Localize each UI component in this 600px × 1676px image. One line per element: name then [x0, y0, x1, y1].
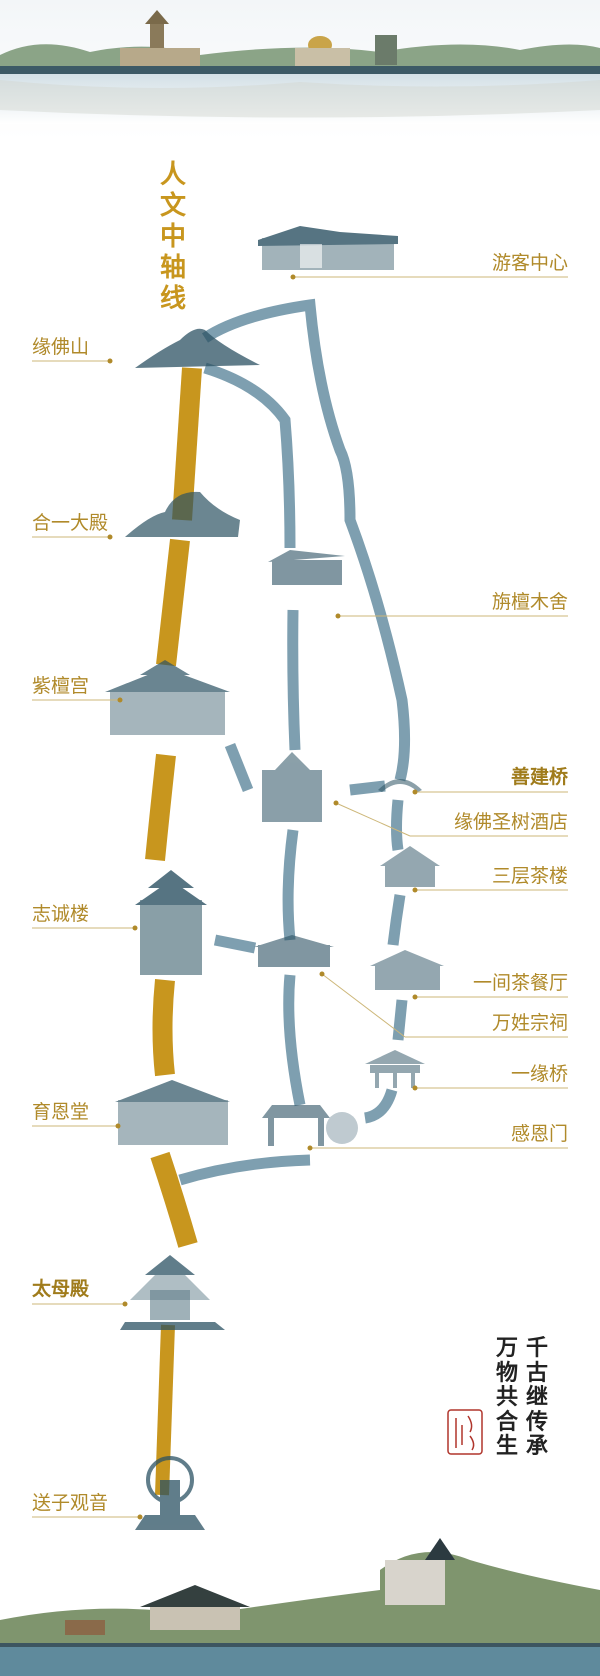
label-visitor-center[interactable]: 游客中心	[491, 252, 568, 274]
teahouse-sketch	[380, 846, 440, 887]
poem-right-column: 千 古 继 传 承	[524, 1336, 550, 1459]
label-guanyin[interactable]: 送子观音	[32, 1492, 109, 1514]
label-ganen-gate[interactable]: 感恩门	[510, 1123, 568, 1145]
label-tea-restaurant[interactable]: 一间茶餐厅	[472, 972, 568, 994]
title-char: 轴	[159, 253, 186, 283]
yuanfo-mountain-sketch	[135, 328, 260, 368]
poem-char: 承	[525, 1433, 548, 1459]
poem-char: 继	[525, 1384, 548, 1410]
label-yuanfo-mountain[interactable]: 缘佛山	[32, 336, 90, 358]
cultural-axis-title: 人 文 中 轴 线	[158, 160, 188, 315]
label-zitan-palace[interactable]: 紫檀宫	[32, 675, 90, 697]
walking-paths	[178, 298, 411, 1186]
shanjian-bridge-sketch	[378, 779, 422, 792]
poem-char: 合	[495, 1408, 518, 1435]
title-char: 中	[159, 222, 186, 252]
taimu-hall-sketch	[120, 1255, 225, 1330]
label-yiyuan-bridge[interactable]: 一缘桥	[510, 1063, 568, 1085]
zhantan-house-sketch	[268, 550, 345, 585]
hotel-sketch	[262, 752, 322, 822]
label-shanjian-bridge[interactable]: 善建桥	[510, 766, 568, 788]
label-zhicheng-tower[interactable]: 志诚楼	[32, 903, 90, 925]
label-ancestral-hall[interactable]: 万姓宗祠	[491, 1012, 568, 1034]
visitor-center-sketch	[258, 226, 398, 270]
poem-left-column: 万 物 共 合 生	[494, 1336, 520, 1459]
ancestral-hall-sketch	[254, 935, 334, 967]
cultural-axis-path	[145, 367, 202, 1496]
zhicheng-tower-sketch	[135, 870, 207, 975]
leader-lines	[32, 276, 568, 1518]
guanyin-statue-sketch	[135, 1456, 205, 1530]
poem-char: 共	[495, 1384, 518, 1410]
label-taimu-hall[interactable]: 太母殿	[32, 1278, 90, 1300]
poem-char: 传	[525, 1408, 548, 1435]
poem-char: 生	[495, 1433, 518, 1459]
red-seal	[447, 1409, 483, 1455]
label-teahouse[interactable]: 三层茶楼	[491, 865, 568, 887]
title-char: 人	[159, 160, 186, 190]
tea-restaurant-sketch	[370, 950, 444, 990]
label-zhantan-house[interactable]: 旃檀木舍	[491, 591, 568, 613]
poem-char: 古	[525, 1359, 548, 1386]
zitan-palace-sketch	[105, 660, 230, 735]
poem-char: 物	[495, 1359, 518, 1386]
title-char: 线	[159, 284, 186, 314]
heyi-hall-sketch	[125, 491, 240, 537]
leader-dots	[107, 274, 418, 1520]
ganen-gate-sketch	[262, 1105, 358, 1146]
title-char: 文	[159, 191, 186, 221]
label-heyi-hall[interactable]: 合一大殿	[32, 512, 109, 534]
yuen-hall-sketch	[115, 1080, 230, 1145]
label-yuen-hall[interactable]: 育恩堂	[32, 1101, 90, 1123]
bottom-panorama	[0, 1538, 600, 1676]
yiyuan-bridge-sketch	[365, 1050, 425, 1088]
top-panorama	[0, 0, 600, 140]
poem-char: 千	[525, 1335, 548, 1361]
poem-char: 万	[495, 1335, 518, 1361]
label-hotel[interactable]: 缘佛圣树酒店	[453, 811, 568, 833]
